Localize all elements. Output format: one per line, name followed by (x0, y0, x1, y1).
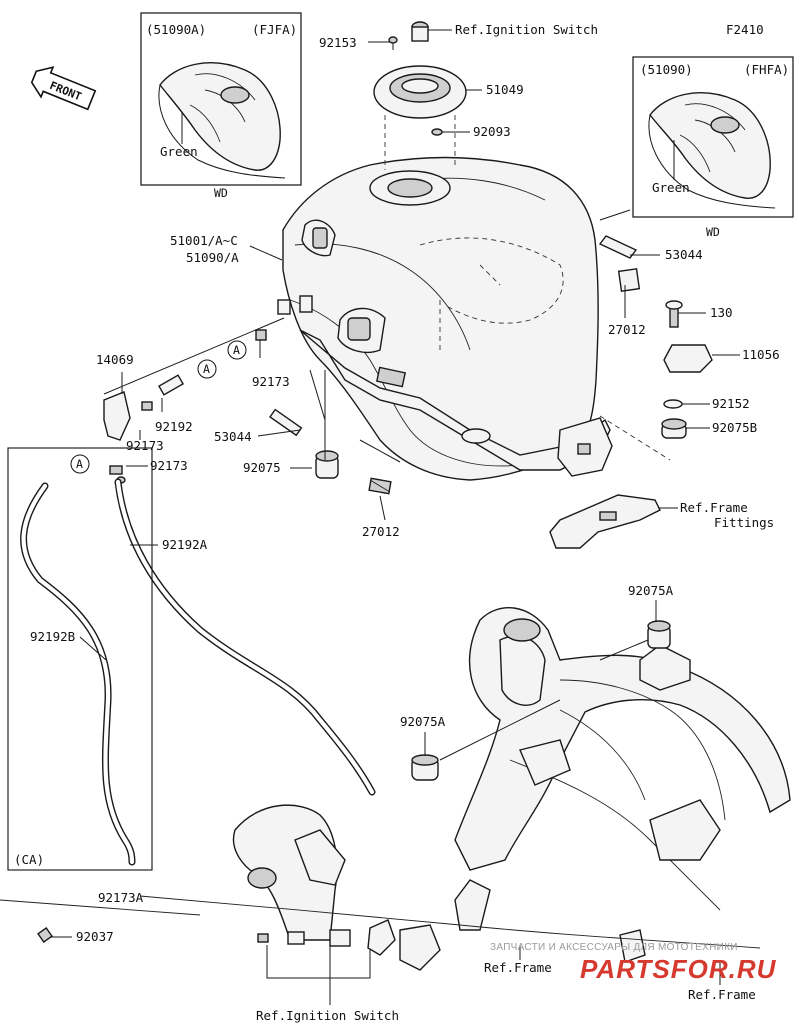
callout-a-2: A (227, 340, 247, 360)
p14069-valve (103, 391, 131, 441)
label-92173-c: 92173 (150, 458, 188, 473)
label-92192a: 92192A (162, 537, 208, 552)
callout-text: A (203, 362, 210, 376)
label-ref-frame-right: Ref.Frame (688, 987, 756, 1002)
label-51090-a: 51090/A (186, 250, 239, 265)
inset-frame (632, 56, 794, 218)
label-92173-a: 92173 (252, 374, 290, 389)
label-130: 130 (710, 305, 733, 320)
inset-hose-color: Green (160, 144, 198, 159)
label-92075a-top: 92075A (628, 583, 674, 598)
label-92192: 92192 (155, 419, 193, 434)
label-ref-ignition-switch-top: Ref.Ignition Switch (455, 22, 598, 37)
inset-51090: (51090) (FHFA) Green WD (632, 56, 794, 239)
leader-lines (50, 29, 740, 1005)
label-27012-left: 27012 (362, 524, 400, 539)
label-ref-frame-mid: Ref.Frame (484, 960, 552, 975)
watermark-tagline: ЗАПЧАСТИ И АКСЕССУАРЫ ДЛЯ МОТОТЕХНИКИ (490, 942, 738, 953)
label-92075a-mid: 92075A (400, 714, 446, 729)
part-labels: 92153 Ref.Ignition Switch 51049 92093 51… (30, 22, 780, 1023)
label-92173a: 92173A (98, 890, 144, 905)
label-92153: 92153 (319, 35, 357, 50)
tank-top-view (159, 62, 281, 171)
label-ref-frame-fittings-2: Fittings (714, 515, 774, 530)
inset-market-code: (FHFA) (744, 62, 789, 77)
label-92093: 92093 (473, 124, 511, 139)
fuel-tank (282, 156, 613, 481)
label-53044-right: 53044 (665, 247, 703, 262)
inset-part-number: (51090) (640, 62, 693, 77)
inset-market-code: (FJFA) (252, 22, 297, 37)
inset-part-number: (51090A) (146, 22, 206, 37)
front-arrow-icon: FRONT (30, 66, 97, 111)
label-11056: 11056 (742, 347, 780, 362)
label-92075: 92075 (243, 460, 281, 475)
label-ref-frame-fittings-1: Ref.Frame (680, 500, 748, 515)
tank-top-view (649, 92, 771, 199)
callout-text: A (233, 343, 240, 357)
fuel-cap-assembly (373, 21, 467, 170)
inset-frame (140, 12, 302, 186)
inset-caption: WD (706, 225, 720, 239)
watermark: ЗАПЧАСТИ И АКСЕССУАРЫ ДЛЯ МОТОТЕХНИКИ PA… (490, 942, 777, 984)
label-14069: 14069 (96, 352, 134, 367)
label-51001: 51001/A~C (170, 233, 238, 248)
callout-text: A (76, 457, 83, 471)
watermark-logo: PARTSFOR.RU (580, 954, 777, 984)
label-51049: 51049 (486, 82, 524, 97)
inset-ca-frame (7, 447, 153, 871)
ignition-bracket-area (0, 804, 761, 971)
inset-caption: WD (214, 186, 228, 200)
inset-ca-market: (CA) (14, 852, 44, 867)
callout-a-3: A (70, 454, 90, 474)
motorcycle-frame (411, 606, 791, 931)
label-92192b: 92192B (30, 629, 75, 644)
label-92152: 92152 (712, 396, 750, 411)
diagram-code: F2410 (726, 22, 764, 37)
vent-hose-assembly (20, 299, 392, 866)
label-92075b: 92075B (712, 420, 757, 435)
label-27012-right: 27012 (608, 322, 646, 337)
rear-mount-parts (549, 235, 713, 549)
label-92173-b: 92173 (126, 438, 164, 453)
label-92037: 92037 (76, 929, 114, 944)
inset-51090a: (51090A) (FJFA) Green WD (140, 12, 302, 200)
label-ref-ignition-switch-bottom: Ref.Ignition Switch (256, 1008, 399, 1023)
label-53044-left: 53044 (214, 429, 252, 444)
callout-a-1: A (197, 359, 217, 379)
inset-hose-color: Green (652, 180, 690, 195)
